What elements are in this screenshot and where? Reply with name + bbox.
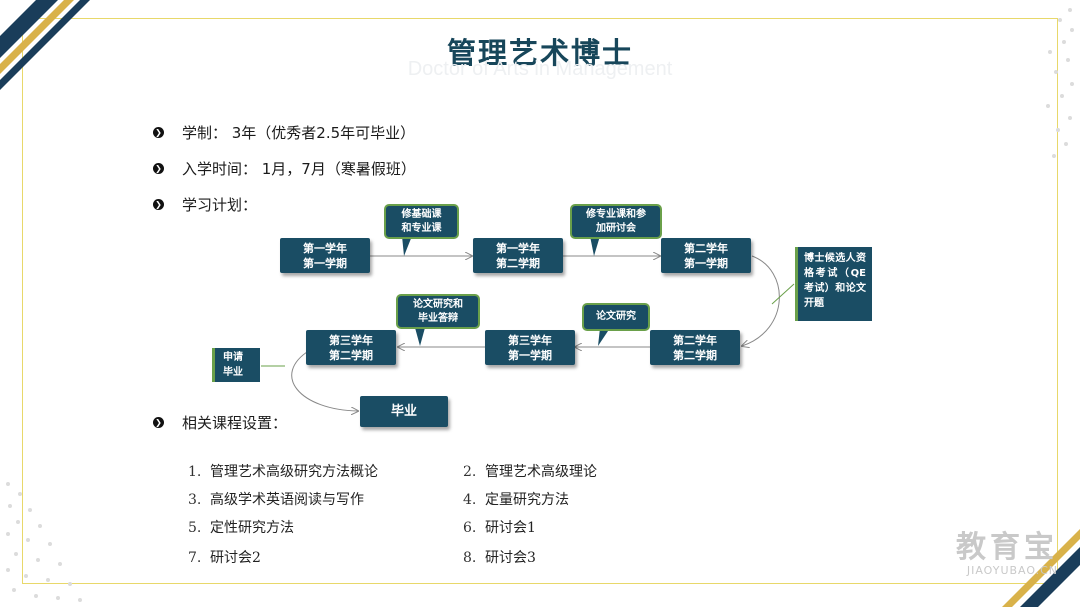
bullet-courses: ❯ 相关课程设置： [153,412,287,433]
bottom-left-dots [6,482,82,602]
callout-research-pointer [598,328,610,346]
stage-y2s2: 第二学年第二学期 [650,330,740,365]
stage-y1s2: 第一学年第二学期 [473,238,563,273]
arrow-y3s2-graduate [291,349,358,411]
callout-basic-pointer [402,236,412,256]
course-item: 7.研讨会2 [188,550,261,566]
bullet-plan: ❯ 学习计划： [153,194,257,215]
callout-seminar: 修专业课和参加研讨会 [570,204,662,239]
callout-research: 论文研究 [582,303,650,331]
intake-text: 入学时间： 1月，7月（寒暑假班） [182,160,416,178]
course-item: 4.定量研究方法 [463,492,569,508]
callout-seminar-pointer [590,236,600,256]
chevron-right-icon: ❯ [153,163,164,174]
course-item: 5.定性研究方法 [188,520,294,536]
bullet-duration: ❯ 学制： 3年（优秀者2.5年可毕业） [153,122,415,143]
course-item: 2.管理艺术高级理论 [463,464,597,480]
top-left-stripes [0,0,90,90]
course-item: 3.高级学术英语阅读与写作 [188,492,364,508]
note-qe-exam: 博士候选人资格考试（QE考试）和论文开题 [795,247,872,321]
course-item: 6.研讨会1 [463,520,536,536]
callout-basic-courses: 修基础课和专业课 [384,204,459,239]
bullet-intake: ❯ 入学时间： 1月，7月（寒暑假班） [153,158,416,179]
bottom-right-stripes [1002,529,1080,607]
qe-leader [771,283,795,305]
watermark-brand: 教育宝 [956,530,1058,565]
watermark-url: JIAOYUBAO.CN [966,564,1058,577]
plan-text: 学习计划： [182,196,258,214]
callout-defense: 论文研究和毕业答辩 [396,294,480,329]
duration-text: 学制： 3年（优秀者2.5年可毕业） [182,124,416,142]
stage-y3s1: 第三学年第一学期 [485,330,575,365]
stage-y1s1: 第一学年第一学期 [280,238,370,273]
slide-frame [22,18,1058,584]
stage-y3s2: 第三学年第二学期 [306,330,396,365]
course-item: 1.管理艺术高级研究方法概论 [188,464,378,480]
watermark: 教育宝 JIAOYUBAO.CN [956,530,1058,578]
stage-y2s1: 第二学年第一学期 [661,238,751,273]
course-item: 8.研讨会3 [463,550,536,566]
stage-graduate: 毕业 [360,396,448,427]
chevron-right-icon: ❯ [153,127,164,138]
callout-defense-pointer [414,324,426,346]
note-apply-graduation: 申请毕业 [212,348,260,382]
top-right-dots [1046,8,1074,158]
page-title: 管理艺术博士 [446,36,633,70]
chevron-right-icon: ❯ [153,417,164,428]
courses-heading-text: 相关课程设置： [182,414,288,432]
chevron-right-icon: ❯ [153,199,164,210]
arrow-y2s1-y2s2 [742,255,780,346]
page-subtitle: Doctor of Arts in Management [407,58,673,80]
